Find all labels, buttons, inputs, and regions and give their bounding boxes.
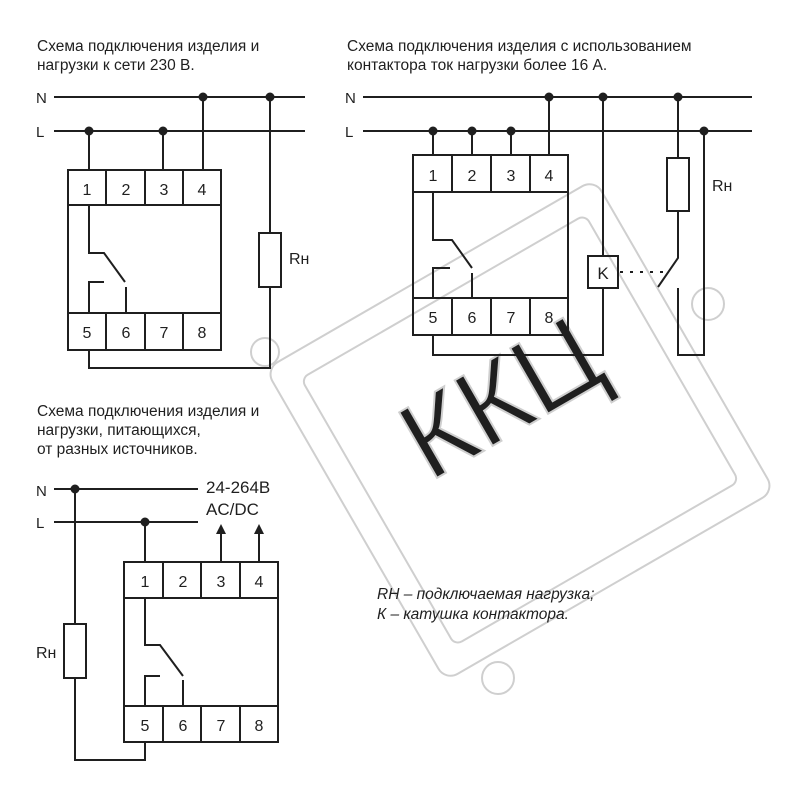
- d3-load-label: Rн: [36, 645, 56, 662]
- diagram-1: N L 1 2 3 4 5 6 7 8 Rн: [36, 90, 309, 369]
- d3-terminal-3: 3: [217, 574, 226, 591]
- d1-terminal-5: 5: [83, 325, 92, 342]
- d3-terminal-5: 5: [141, 718, 150, 735]
- d2-relay-switch-blade: [432, 192, 473, 269]
- d1-caption: Схема подключения изделия и нагрузки к с…: [37, 37, 259, 75]
- d1-relay-contact-5: [88, 281, 104, 313]
- d2-terminal-8: 8: [545, 310, 554, 327]
- d1-relay-switch-blade: [88, 205, 126, 283]
- d1-terminal-2: 2: [122, 182, 131, 199]
- d3-terminal-8: 8: [255, 718, 264, 735]
- d2-load-return-wire: [677, 131, 705, 356]
- d1-line-l-label: L: [36, 124, 44, 141]
- d2-caption-line-1: Схема подключения изделия с использовани…: [347, 38, 692, 55]
- d2-caption: Схема подключения изделия с использовани…: [347, 37, 692, 75]
- watermark-ring-right: [691, 287, 725, 321]
- d2-terminal-7: 7: [507, 310, 516, 327]
- d1-terminal-7: 7: [160, 325, 169, 342]
- watermark-frame-inner: [302, 216, 738, 644]
- d3-load-resistor: [63, 623, 87, 679]
- watermark-text: ККЦ: [380, 292, 623, 503]
- d1-terminal-1: 1: [83, 182, 92, 199]
- d1-terminal-3: 3: [160, 182, 169, 199]
- d2-terminal-1: 1: [429, 168, 438, 185]
- d3-supply-label-voltage: 24-264В: [206, 478, 270, 497]
- watermark-frame-outer: [269, 183, 771, 677]
- d2-contactor-switch: [657, 211, 679, 288]
- d3-terminal-2: 2: [179, 574, 188, 591]
- d1-load-label: Rн: [289, 251, 309, 268]
- d3-supply-label-type: AC/DC: [206, 500, 259, 519]
- d3-terminal-7: 7: [217, 718, 226, 735]
- d1-load-return-wire: [88, 287, 271, 369]
- d3-line-l-label: L: [36, 515, 44, 532]
- d1-caption-line-2: нагрузки к сети 230 В.: [37, 57, 195, 74]
- d1-load-resistor: [258, 232, 282, 288]
- d2-load-resistor: [666, 157, 690, 212]
- d2-relay-contact-5: [432, 267, 450, 298]
- watermark-ring-left: [250, 337, 280, 367]
- diagram-2: N L 1 2 3 4 5 6 7 8 K: [345, 90, 752, 356]
- d2-terminal-4: 4: [545, 168, 554, 185]
- d2-line-n-label: N: [345, 90, 356, 107]
- legend: RH – подключаемая нагрузка; К – катушка …: [377, 585, 594, 625]
- d3-terminal-4: 4: [255, 574, 264, 591]
- d3-terminal-1: 1: [141, 574, 150, 591]
- d3-load-return-wire: [74, 678, 146, 761]
- d2-contactor-coil: [587, 255, 619, 289]
- d3-caption-line-3: от разных источников.: [37, 441, 198, 458]
- d2-coil-label: K: [597, 264, 609, 283]
- d1-terminal-6: 6: [122, 325, 131, 342]
- d3-relay-switch-blade: [144, 598, 184, 677]
- diagram-3: N L 24-264В AC/DC 1 2 3 4 5 6 7 8 Rн: [36, 478, 279, 761]
- d2-terminal-5: 5: [429, 310, 438, 327]
- d2-terminal-6: 6: [468, 310, 477, 327]
- legend-line-coil: К – катушка контактора.: [377, 606, 569, 623]
- d1-terminal-8: 8: [198, 325, 207, 342]
- legend-line-load: RH – подключаемая нагрузка;: [377, 586, 595, 603]
- d1-caption-line-1: Схема подключения изделия и: [37, 38, 260, 55]
- watermark-ring-bottom: [481, 661, 515, 695]
- d1-line-n-label: N: [36, 90, 47, 107]
- d3-caption: Схема подключения изделия и нагрузки, пи…: [37, 402, 259, 459]
- d2-terminal-3: 3: [507, 168, 516, 185]
- d3-relay-contact-5: [144, 675, 160, 706]
- d2-coil-return-wire: [432, 288, 604, 356]
- d1-terminal-4: 4: [198, 182, 207, 199]
- d3-terminal-6: 6: [179, 718, 188, 735]
- d2-line-l-label: L: [345, 124, 353, 141]
- d2-terminal-2: 2: [468, 168, 477, 185]
- d3-line-n-label: N: [36, 483, 47, 500]
- d3-caption-line-2: нагрузки, питающихся,: [37, 422, 201, 439]
- d3-caption-line-1: Схема подключения изделия и: [37, 403, 260, 420]
- d2-caption-line-2: контактора ток нагрузки более 16 А.: [347, 57, 608, 74]
- d2-load-label: Rн: [712, 178, 732, 195]
